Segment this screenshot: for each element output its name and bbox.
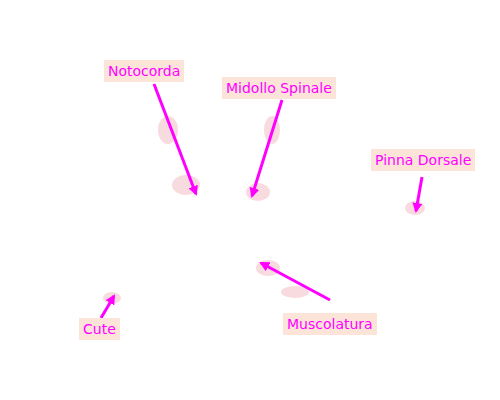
part-label-box: Pinna Dorsale [371, 149, 475, 171]
leader-arrow [261, 263, 330, 300]
part-label-box: Notocorda [104, 60, 184, 82]
part-label: Notocorda [108, 61, 180, 81]
leader-arrow [252, 100, 282, 196]
part-label: Midollo Spinale [226, 78, 332, 98]
tissue-patch [246, 183, 270, 201]
part-label: Muscolatura [287, 314, 373, 334]
part-label-box: Muscolatura [283, 313, 377, 335]
tissue-patches [103, 116, 425, 304]
tissue-patch [405, 201, 425, 215]
leader-arrow [416, 177, 422, 211]
part-label-box: Cute [79, 318, 120, 340]
leader-arrow [101, 296, 114, 318]
part-label: Pinna Dorsale [375, 150, 471, 170]
part-label: Cute [83, 319, 116, 339]
leader-arrow [154, 84, 196, 194]
part-label-box: Midollo Spinale [222, 77, 336, 99]
leader-arrows [101, 84, 422, 318]
